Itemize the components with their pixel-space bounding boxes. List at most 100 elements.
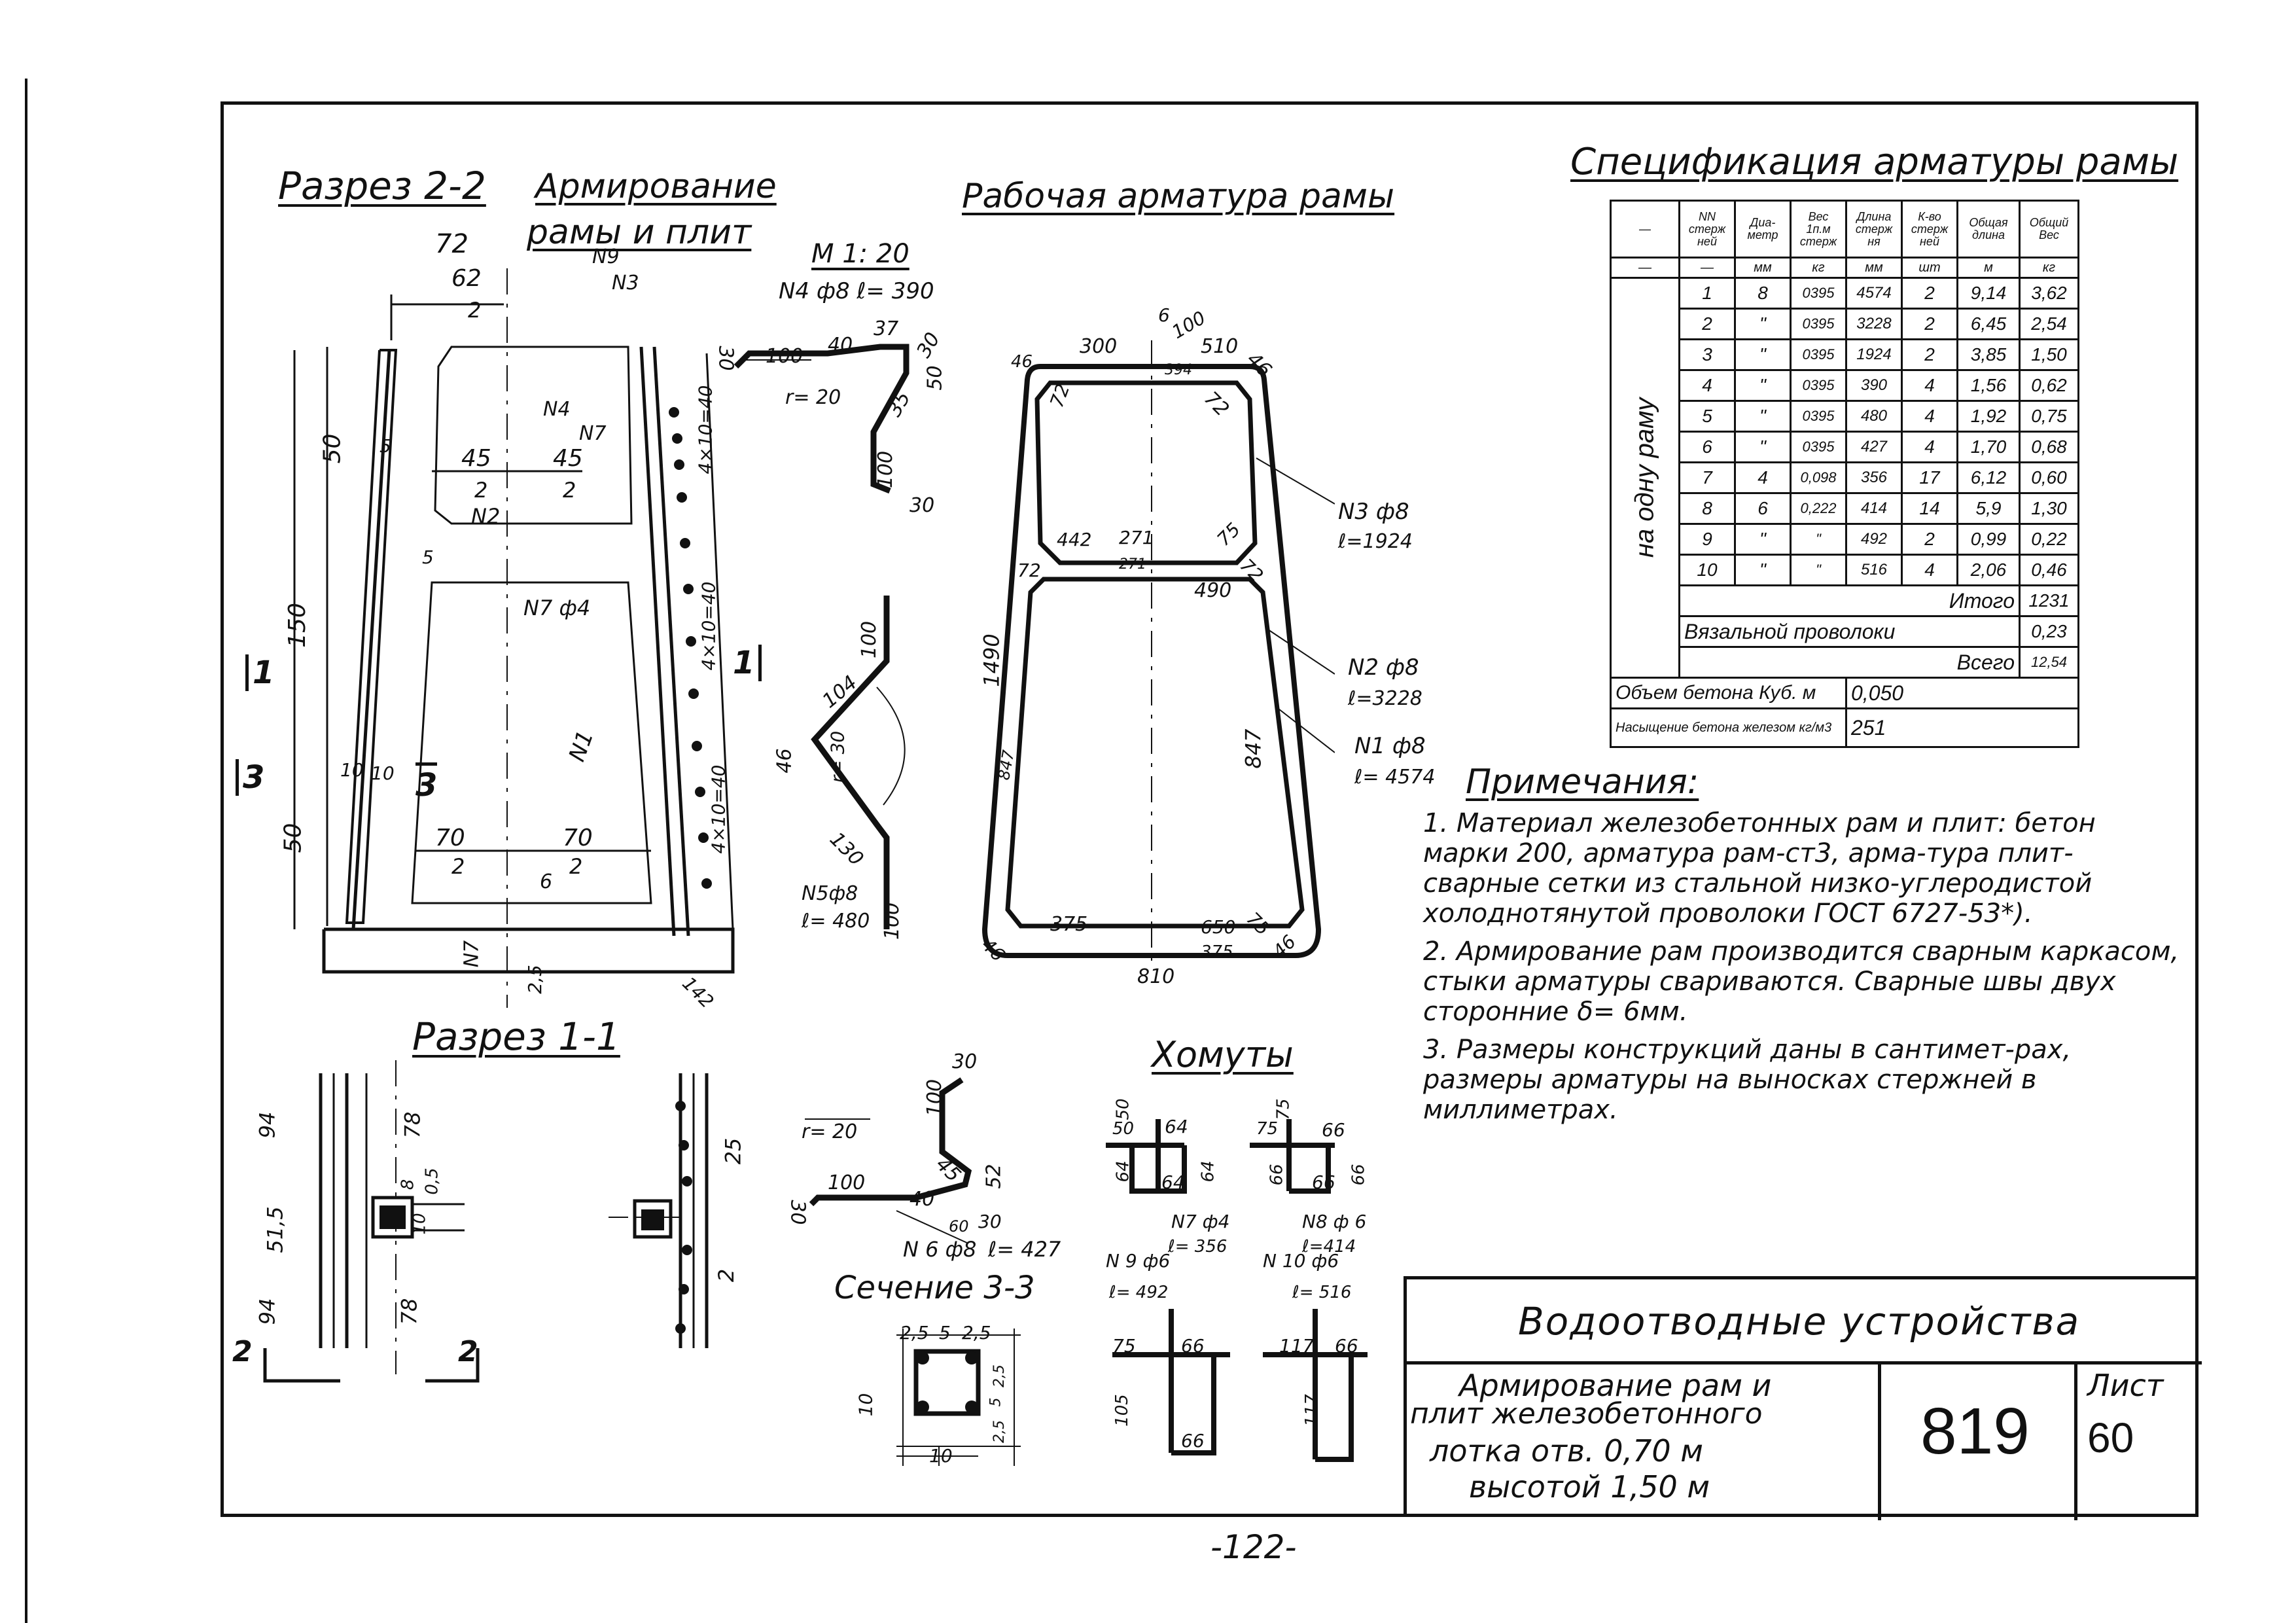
dim-5-5: 10	[340, 759, 364, 781]
stirrups-drawing	[1106, 1119, 1368, 1462]
section-mark-3-right: 3	[415, 762, 438, 804]
spec-cell: 5,9	[1956, 492, 2021, 525]
wall-outer-hatch	[345, 349, 398, 924]
spec-cell: 1,70	[1956, 431, 2021, 463]
stirrup-n7-label: N7 ф4	[1171, 1211, 1230, 1232]
spec-cell: 6,45	[1956, 308, 2021, 340]
sheet-value: 60	[2087, 1414, 2134, 1461]
spec-cell: 1924	[1845, 338, 1903, 371]
dim-72: 72	[435, 229, 468, 259]
stirrup-n9-dim-66-b: 66	[1181, 1430, 1205, 1452]
spec-cell: 0,75	[2019, 400, 2079, 433]
spec-cell: 1,92	[1956, 400, 2021, 433]
n6-dim-40: 40	[910, 1188, 935, 1211]
dim-4x10-top: 4×10=40	[694, 385, 716, 474]
title-number: 819	[1920, 1395, 2030, 1468]
spec-header-row: — NN стерж ней Диа- метр Вес 1п.м стерж …	[1610, 200, 2079, 259]
title-desc-line3: лотка отв. 0,70 м	[1430, 1433, 1703, 1469]
spec-cell: 0,68	[2019, 431, 2079, 463]
rebar-n2-outline	[1005, 577, 1305, 929]
spec-saturation-value: 251	[1845, 707, 2079, 748]
spec-wire-row: Вязальной проволоки 0,23	[1611, 615, 2079, 648]
label-n9: N3	[612, 272, 639, 294]
scale-label: М 1: 20	[811, 239, 910, 269]
stirrup-dim-64-b: 64	[1113, 1160, 1133, 1183]
spec-cell: 3	[1678, 338, 1736, 371]
spec-total-value: 1231	[2019, 584, 2079, 617]
n6-length: ℓ= 427	[988, 1237, 1061, 1262]
frame-dim-300-left: 300	[1080, 335, 1118, 358]
spec-cell: 6	[1678, 431, 1736, 463]
dim-45-right: 45	[553, 445, 583, 472]
stirrup-dim-50-v: 50	[1113, 1098, 1133, 1120]
note-item-2: 2. Армирование рам производится сварным …	[1423, 936, 2180, 1027]
frame-dim-72-ml: 72	[1017, 560, 1041, 581]
spec-title: Спецификация арматуры рамы	[1570, 141, 2179, 183]
stirrup-n8-length: ℓ=414	[1302, 1237, 1356, 1257]
spec-cell: 0,222	[1790, 492, 1847, 525]
dim-4x10-mid: 4×10=40	[698, 581, 720, 671]
spec-unit-cell: мм	[1734, 257, 1792, 279]
spec-unit-cell: кг	[2019, 257, 2079, 279]
s11-dim-78-top: 78	[400, 1111, 425, 1139]
spec-cell: "	[1734, 369, 1792, 402]
notes-title: Примечания:	[1466, 762, 1699, 802]
s11-dim-25-top: 25	[720, 1137, 746, 1165]
notes-list: 1. Материал железобетонных рам и плит: б…	[1423, 808, 2182, 1125]
section-1-1-title: Разрез 1-1	[412, 1014, 620, 1059]
spec-wire-label: Вязальной проволоки	[1678, 615, 2021, 648]
n6-dim-30-top: 30	[952, 1050, 978, 1073]
frame-dim-375-right: 375	[1201, 942, 1233, 962]
dim-45-left: 45	[461, 445, 491, 472]
spec-saturation-label: Насыщение бетона железом кг/м3	[1610, 707, 1847, 748]
n4-label: N4 ф8 ℓ= 390	[779, 278, 934, 304]
section-1-1-drawing	[263, 1060, 709, 1383]
reinforcement-title-line1: Армирование	[535, 167, 777, 206]
spec-unit-cell: мм	[1845, 257, 1903, 279]
wall-inner-line	[639, 346, 676, 936]
spec-cell: "	[1734, 431, 1792, 463]
spec-cell: 492	[1845, 523, 1903, 556]
stirrup-dim-75-a: 75	[1256, 1119, 1279, 1139]
spec-cell: 9,14	[1956, 277, 2021, 310]
stirrups-title: Хомуты	[1152, 1034, 1294, 1075]
s11-dim-25-bottom: 2	[714, 1268, 739, 1283]
s11-dim-515: 51,5	[262, 1206, 288, 1253]
title-project: Водоотводные устройства	[1518, 1299, 2081, 1344]
n2-label: N2 ф8	[1348, 654, 1419, 681]
spec-cell: 0,60	[2019, 461, 2079, 494]
dim-50-bottom: 50	[279, 823, 307, 853]
n4-dim-100b: 100	[874, 450, 898, 489]
stirrup-dim-64-c: 64	[1161, 1171, 1185, 1193]
spec-cell: 0395	[1790, 400, 1847, 433]
stirrup-dim-75-b: 75	[1273, 1098, 1294, 1120]
spec-cell: 2	[1901, 338, 1958, 371]
s33-dim-25-b: 2,5	[962, 1322, 991, 1344]
dim-70-left: 70	[435, 825, 465, 851]
spec-grand-value: 12,54	[2019, 646, 2079, 679]
n6-label: N 6 ф8	[903, 1237, 977, 1262]
working-rebar-title: Рабочая арматура рамы	[962, 177, 1395, 216]
frame-dim-271: 271	[1119, 527, 1154, 548]
frame-dim-847: 847	[1241, 728, 1266, 769]
spec-cell: 0395	[1790, 431, 1847, 463]
spec-side-cell: на одну раму	[1610, 277, 1680, 679]
spec-header-cell: —	[1610, 200, 1680, 259]
spec-cell: 356	[1845, 461, 1903, 494]
stirrup-dim-66-a: 66	[1322, 1119, 1345, 1141]
spec-cell: "	[1734, 338, 1792, 371]
dim-70-right-div: 2	[569, 854, 583, 879]
n2-length: ℓ=3228	[1348, 687, 1422, 710]
rebar-n4-drawing	[733, 344, 910, 494]
spec-concrete-label: Объем бетона Куб. м	[1610, 677, 1847, 709]
n4-dim-100: 100	[766, 345, 804, 368]
s33-dim-25-a: 2,5	[900, 1322, 929, 1344]
n4-dim-30: 30	[714, 346, 737, 371]
s11-dim-94-bottom: 94	[255, 1298, 280, 1325]
frame-dim-490: 490	[1194, 579, 1232, 602]
spec-cell: "	[1790, 523, 1847, 556]
spec-cell: 0395	[1790, 277, 1847, 310]
spec-cell: 3,62	[2019, 277, 2079, 310]
n5-dim-46: 46	[773, 748, 796, 774]
